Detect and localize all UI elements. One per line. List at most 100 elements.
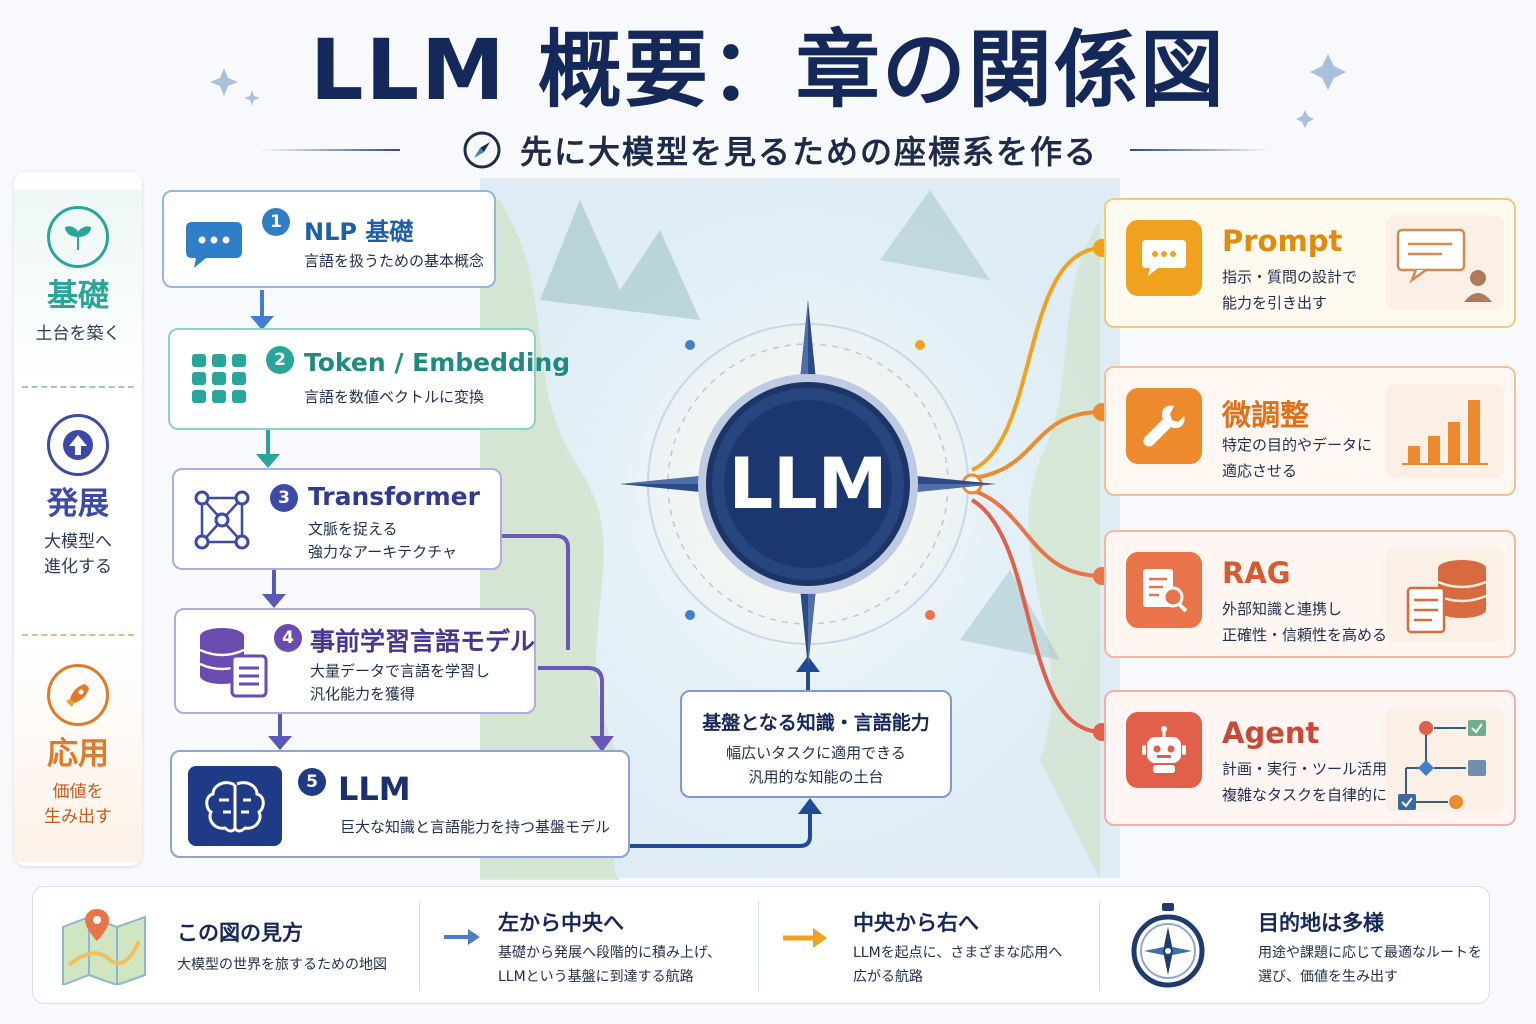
application-desc-prompt-1: 指示・質問の設計で — [1222, 268, 1358, 286]
subtitle-line-right — [1130, 149, 1270, 151]
application-desc-agent-2: 複雑なタスクを自律的に遂行 — [1222, 786, 1418, 804]
legend-desc-left-to-center-1: 基礎から発展へ段階的に積み上げ、 — [498, 945, 722, 961]
sidebar-heading-development: 発展 — [47, 486, 109, 522]
subtitle-line-left — [260, 149, 400, 151]
application-card-rag[interactable]: RAG 外部知識と連携し 正確性・信頼性を高める — [1104, 530, 1516, 658]
application-title-finetune: 微調整 — [1222, 398, 1310, 432]
sidebar-sub-application-2: 生み出す — [44, 807, 112, 827]
application-card-prompt[interactable]: Prompt 指示・質問の設計で 能力を引き出す — [1104, 198, 1516, 328]
legend-footer: この図の見方 大模型の世界を旅するための地図 左から中央へ 基礎から発展へ段階的… — [32, 886, 1490, 1004]
sidebar-section-application: 応用 価値を 生み出す — [14, 646, 142, 862]
application-desc-finetune-2: 適応させる — [1222, 462, 1298, 480]
wrench-icon — [1126, 388, 1202, 464]
application-title-prompt: Prompt — [1222, 224, 1343, 258]
chapter-desc-2: 言語を数値ベクトルに変換 — [304, 388, 485, 406]
legend-title-destinations: 目的地は多様 — [1258, 911, 1384, 935]
token-grid-icon — [190, 352, 248, 410]
application-desc-rag-2: 正確性・信頼性を高める — [1222, 626, 1388, 644]
chapter-number-5: 5 — [298, 768, 326, 796]
legend-divider — [1099, 901, 1100, 991]
compass-icon — [1130, 901, 1206, 995]
chapter-title-2: Token / Embedding — [304, 348, 571, 377]
application-desc-finetune-1: 特定の目的やデータに — [1222, 436, 1373, 454]
legend-desc-how-to-read: 大模型の世界を旅するための地図 — [177, 957, 387, 973]
chat-bubble-icon — [184, 216, 244, 274]
map-icon — [59, 905, 149, 989]
chapter-number-3: 3 — [270, 484, 298, 512]
application-card-finetune[interactable]: 微調整 特定の目的やデータに 適応させる — [1104, 366, 1516, 496]
application-card-agent[interactable]: Agent 計画・実行・ツール活用で 複雑なタスクを自律的に遂行 — [1104, 690, 1516, 826]
finetune-bar-illustration — [1386, 384, 1504, 478]
chapter-number-2: 2 — [266, 346, 294, 374]
legend-divider — [758, 901, 759, 991]
legend-desc-destinations-2: 選び、価値を生み出す — [1258, 969, 1398, 985]
sidebar-sub-development-1: 大模型へ — [44, 532, 112, 552]
legend-desc-left-to-center-2: LLMという基盤に到達する航路 — [498, 969, 694, 985]
rocket-icon — [47, 664, 109, 726]
legend-divider — [419, 901, 420, 991]
chapter-title-5: LLM — [338, 770, 411, 808]
legend-desc-destinations-1: 用途や課題に応じて最適なルートを — [1258, 945, 1482, 961]
legend-section-center-to-right: 中央から右へ LLMを起点に、さまざまな応用へ 広がる航路 — [759, 887, 1099, 1005]
page-title: LLM 概要：章の関係図 — [310, 21, 1226, 119]
chapter-desc-3-1: 文脈を捉える — [308, 520, 398, 538]
network-graph-icon — [192, 488, 254, 556]
database-document-icon — [196, 626, 270, 702]
compass-icon — [463, 131, 501, 169]
chapter-desc-3-2: 強力なアーキテクチャ — [308, 543, 457, 561]
legend-title-left-to-center: 左から中央へ — [498, 911, 624, 935]
sidebar-divider — [22, 634, 134, 636]
chapter-card-4[interactable]: 4 事前学習言語モデル 大量データで言語を学習し 汎化能力を獲得 — [174, 608, 536, 714]
llm-center-label: LLM — [728, 443, 888, 525]
sidebar-divider — [22, 386, 134, 388]
chapter-desc-4-1: 大量データで言語を学習し — [310, 662, 491, 680]
chapter-number-1: 1 — [262, 208, 290, 236]
chapter-number-4: 4 — [274, 624, 302, 652]
brain-icon — [188, 766, 282, 846]
chapter-desc-1: 言語を扱うための基本概念 — [304, 252, 485, 270]
chapter-title-3: Transformer — [308, 482, 480, 511]
sidebar-sub-foundation: 土台を築く — [35, 324, 121, 344]
sidebar-heading-foundation: 基礎 — [47, 278, 109, 314]
sidebar-sub-application-1: 価値を — [52, 782, 104, 802]
prompt-illustration — [1386, 216, 1504, 310]
foundation-desc-2: 汎用的な知能の土台 — [748, 768, 884, 786]
application-desc-prompt-2: 能力を引き出す — [1222, 294, 1328, 312]
application-title-rag: RAG — [1222, 556, 1291, 590]
chapter-card-5[interactable]: 5 LLM 巨大な知識と言語能力を持つ基盤モデル — [170, 750, 630, 858]
chapter-title-4: 事前学習言語モデル — [310, 627, 536, 656]
sprout-icon — [47, 206, 109, 268]
arrow-right-orange-icon — [781, 925, 829, 955]
legend-section-left-to-center: 左から中央へ 基礎から発展へ段階的に積み上げ、 LLMという基盤に到達する航路 — [420, 887, 758, 1005]
chat-icon — [1126, 220, 1202, 296]
application-desc-agent-1: 計画・実行・ツール活用で — [1222, 760, 1403, 778]
rag-database-illustration — [1386, 548, 1504, 642]
chapter-card-2[interactable]: 2 Token / Embedding 言語を数値ベクトルに変換 — [168, 328, 570, 430]
chapter-title-1: NLP 基礎 — [304, 218, 414, 246]
sidebar-section-foundation: 基礎 土台を築く — [14, 190, 142, 390]
legend-desc-center-to-right-1: LLMを起点に、さまざまな応用へ — [853, 945, 1063, 961]
arrow-up-icon — [47, 414, 109, 476]
agent-flow-illustration — [1386, 708, 1504, 812]
chapter-desc-4-2: 汎化能力を獲得 — [310, 685, 416, 703]
chapter-card-3[interactable]: 3 Transformer 文脈を捉える 強力なアーキテクチャ — [172, 468, 502, 570]
foundation-desc-1: 幅広いタスクに適用できる — [726, 744, 906, 762]
subtitle-text: 先に大模型を見るための座標系を作る — [519, 133, 1098, 171]
chapter-card-1[interactable]: 1 NLP 基礎 言語を扱うための基本概念 — [162, 190, 496, 288]
sidebar-section-development: 発展 大模型へ 進化する — [14, 400, 142, 632]
legend-title-center-to-right: 中央から右へ — [853, 911, 979, 935]
legend-desc-center-to-right-2: 広がる航路 — [853, 969, 923, 985]
legend-section-how-to-read: この図の見方 大模型の世界を旅するための地図 — [33, 887, 419, 1005]
document-search-icon — [1126, 552, 1202, 628]
application-title-agent: Agent — [1222, 716, 1320, 750]
subtitle: 先に大模型を見るための座標系を作る — [430, 128, 1130, 172]
legend-title-how-to-read: この図の見方 — [177, 921, 303, 945]
robot-icon — [1126, 712, 1202, 788]
legend-section-destinations: 目的地は多様 用途や課題に応じて最適なルートを 選び、価値を生み出す — [1100, 887, 1490, 1005]
arrow-right-blue-icon — [442, 925, 482, 953]
sidebar-heading-application: 応用 — [47, 736, 109, 772]
chapter-desc-5: 巨大な知識と言語能力を持つ基盤モデル — [340, 818, 611, 836]
foundation-title: 基盤となる知識・言語能力 — [702, 712, 930, 734]
application-desc-rag-1: 外部知識と連携し — [1222, 600, 1343, 618]
